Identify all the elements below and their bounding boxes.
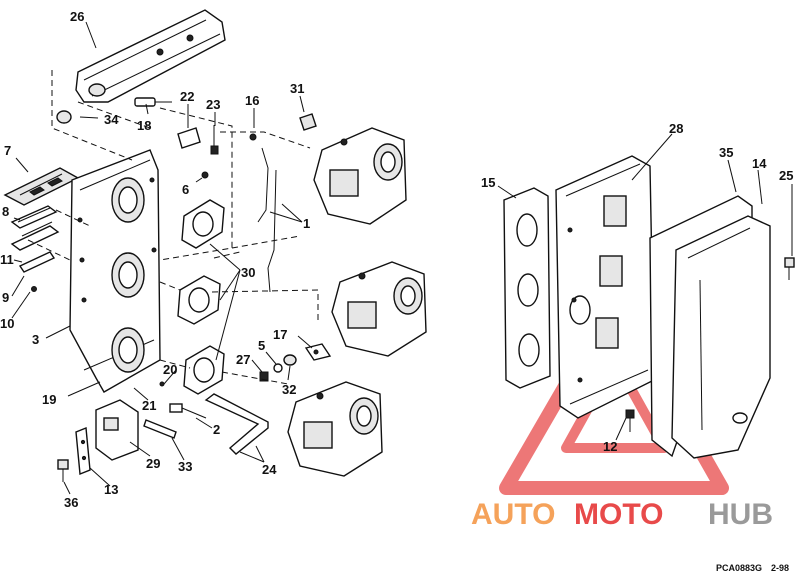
label-23: 23 <box>206 97 220 112</box>
label-32: 32 <box>282 382 296 397</box>
label-6: 6 <box>182 182 189 197</box>
label-3: 3 <box>32 332 39 347</box>
clip-part-22 <box>177 127 201 149</box>
label-24: 24 <box>262 462 277 477</box>
label-16: 16 <box>245 93 259 108</box>
carburetor-bottom <box>287 381 383 477</box>
label-12: 12 <box>603 439 617 454</box>
watermark-auto: AUTO <box>471 498 555 531</box>
fitting-part-31 <box>299 113 317 131</box>
label-13: 13 <box>104 482 118 497</box>
bracket-part-29 <box>95 399 139 461</box>
label-31: 31 <box>290 81 304 96</box>
label-9: 9 <box>2 290 9 305</box>
label-8: 8 <box>2 204 9 219</box>
watermark-hub: HUB <box>708 498 773 531</box>
label-26: 26 <box>70 9 84 24</box>
label-35: 35 <box>719 145 733 160</box>
label-36: 36 <box>64 495 78 510</box>
screw-part-27 <box>259 371 269 382</box>
intake-cover-part-26 <box>75 9 226 103</box>
gasket-part-15 <box>503 187 551 389</box>
plug-part-34 <box>56 110 72 124</box>
screw-part-12 <box>625 409 635 432</box>
stop-part-11 <box>10 221 60 251</box>
part-number-labels: 26 18 34 22 23 16 31 7 6 8 11 9 10 3 1 3… <box>0 9 793 510</box>
label-28: 28 <box>669 121 683 136</box>
label-11: 11 <box>0 252 14 267</box>
label-34: 34 <box>104 112 119 127</box>
label-30: 30 <box>241 265 255 280</box>
carburetor-middle <box>331 261 427 357</box>
screw-part-9 <box>18 251 56 273</box>
label-1: 1 <box>303 216 310 231</box>
gasket-part-30c <box>183 345 225 395</box>
label-15: 15 <box>481 175 495 190</box>
nut-part-32 <box>283 354 297 366</box>
link-rod-part-1 <box>257 147 277 293</box>
label-20: 20 <box>163 362 177 377</box>
label-5: 5 <box>258 338 265 353</box>
figure-code: PCA0883G <box>716 563 762 573</box>
assembly-lines-left <box>27 70 319 385</box>
gasket-part-30b <box>177 275 221 325</box>
screw-part-10 <box>31 286 37 292</box>
carburetor-top <box>313 127 407 225</box>
label-19: 19 <box>42 392 56 407</box>
screw-part-23 <box>210 125 219 155</box>
cover-part-28 <box>555 155 655 419</box>
label-33: 33 <box>178 459 192 474</box>
label-25: 25 <box>779 168 793 183</box>
screw-part-25 <box>784 257 795 280</box>
hose-part-24 <box>204 393 269 455</box>
gasket-part-30a <box>181 199 225 249</box>
leader-lines <box>11 21 793 495</box>
watermark-moto: MOTO <box>574 498 663 531</box>
label-17: 17 <box>273 327 287 342</box>
label-10: 10 <box>0 316 14 331</box>
exhaust-cover-part-14 <box>671 215 771 459</box>
screw-part-20 <box>159 381 165 387</box>
fitting-part-16 <box>249 133 257 141</box>
plate-part-13 <box>75 427 91 475</box>
intake-manifold-part-3 <box>69 149 161 393</box>
screw-part-36 <box>57 459 69 482</box>
label-14: 14 <box>752 156 767 171</box>
screw-part-6 <box>201 171 209 179</box>
screw-part-33 <box>143 419 177 439</box>
label-7: 7 <box>4 143 11 158</box>
reed-plate-part-7 <box>3 167 80 206</box>
screw-part-18 <box>134 97 172 107</box>
page-number: 2-98 <box>771 563 789 573</box>
label-27: 27 <box>236 352 250 367</box>
screw-part-2 <box>169 403 207 419</box>
label-29: 29 <box>146 456 160 471</box>
label-21: 21 <box>142 398 156 413</box>
reed-part-8 <box>10 205 58 229</box>
washer-part-5 <box>273 363 283 373</box>
label-18: 18 <box>137 118 151 133</box>
label-2: 2 <box>213 422 220 437</box>
label-22: 22 <box>180 89 194 104</box>
watermark-text: AUTO MOTO HUB <box>471 498 773 531</box>
